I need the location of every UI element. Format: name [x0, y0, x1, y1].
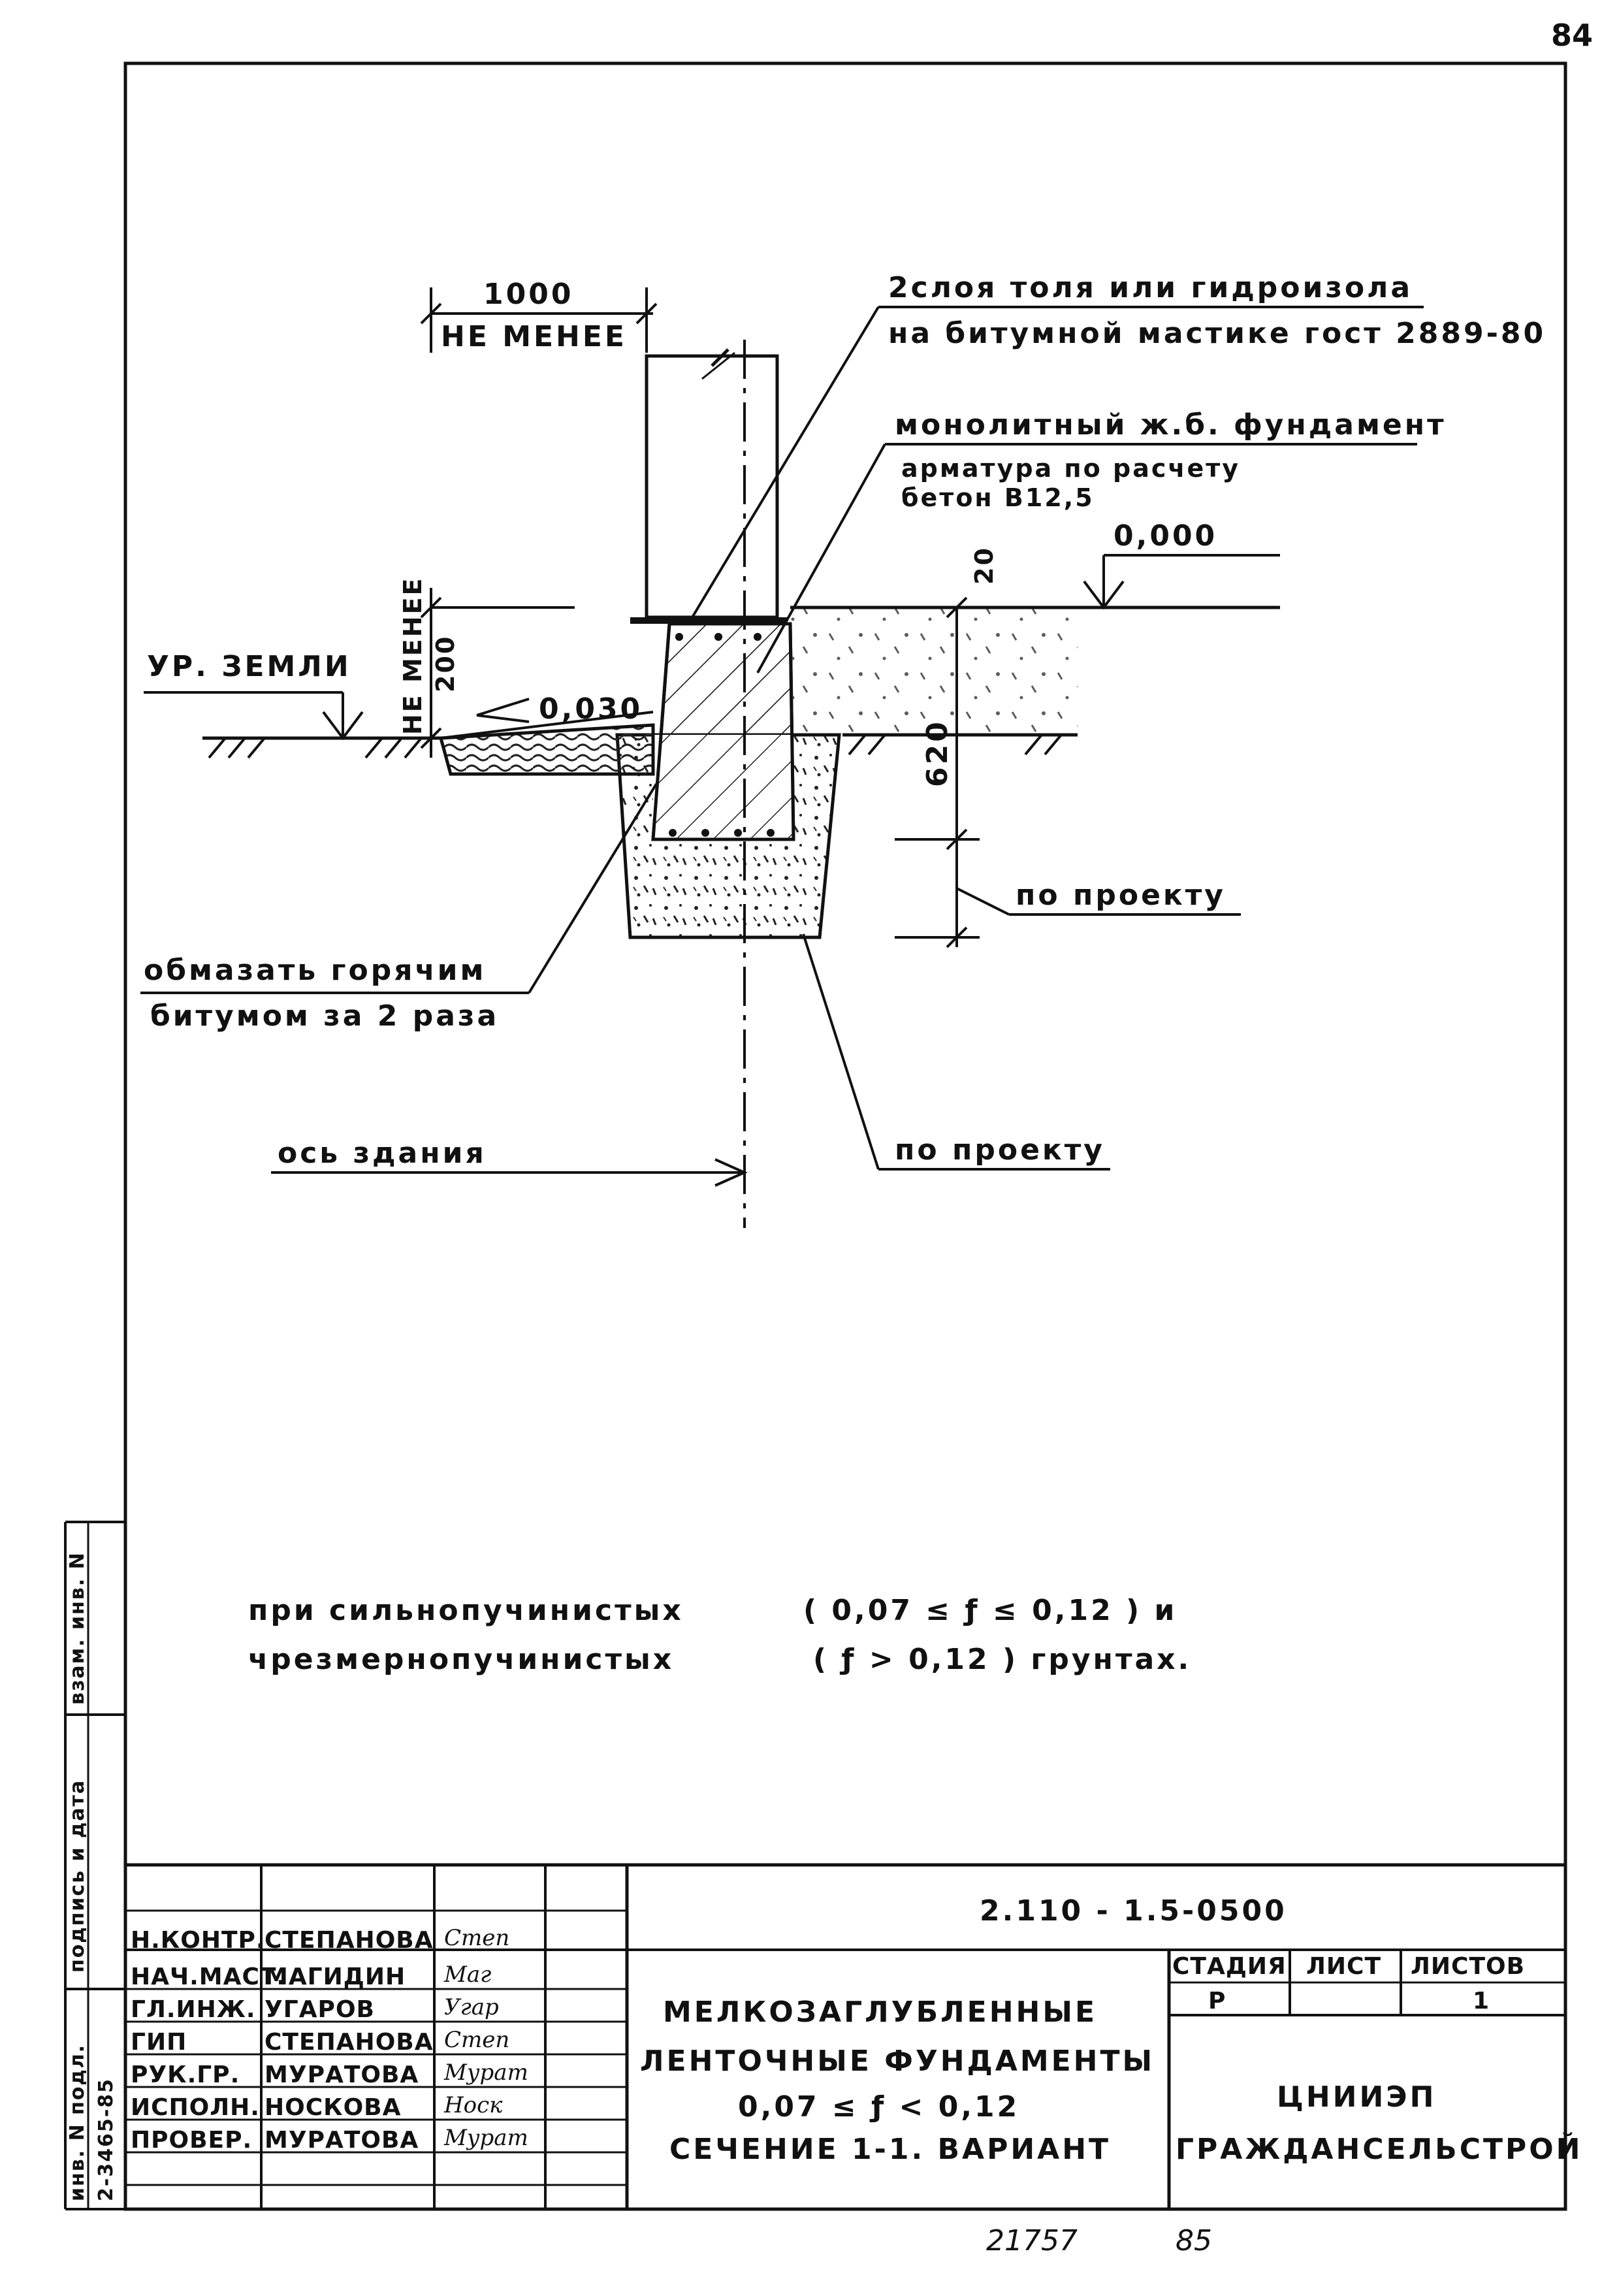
- label-per-project-2: по проекту: [895, 1133, 1105, 1167]
- sheet-label: ЛИСТ: [1306, 1953, 1381, 1980]
- name-gl-inzh: УГАРОВ: [264, 1996, 375, 2023]
- dim-20: 20: [970, 546, 999, 585]
- signature-ruk-gr: Мурат: [443, 2060, 528, 2086]
- dim-not-less-side: НЕ МЕНЕЕ: [398, 577, 427, 735]
- backfill-soil: [790, 607, 1078, 735]
- signature-n-kontr: Степ: [444, 1925, 509, 1951]
- role-n-kontr: Н.КОНТР.: [131, 1927, 266, 1954]
- label-coat-line1: обмазать горячим: [144, 954, 486, 987]
- note-line2-right: ( ƒ > 0,12 ) грунтах.: [813, 1643, 1191, 1676]
- wall-break-mark: [711, 348, 729, 367]
- stamp-inv-podl-value: 2-3465-85: [95, 2078, 118, 2201]
- note-line2-left: чрезмернопучинистых: [248, 1643, 674, 1676]
- label-rebar: арматура по расчету: [901, 454, 1240, 483]
- wall: [645, 354, 779, 619]
- stamp-sign-date: подпись и дата: [66, 1779, 89, 1973]
- slope-0030: 0,030: [539, 692, 643, 726]
- signature-gip: Степ: [444, 2027, 509, 2053]
- role-nach-mast: НАЧ.МАСТ.: [131, 1964, 286, 1990]
- role-gl-inzh: ГЛ.ИНЖ.: [131, 1996, 256, 2023]
- label-ground-level: УР. ЗЕМЛИ: [147, 650, 351, 683]
- dim-200: 200: [431, 635, 460, 692]
- mark-0000: 0,000: [1113, 519, 1217, 553]
- dim-1000: 1000: [483, 278, 573, 311]
- org-line1: ЦНИИЭП: [1277, 2080, 1436, 2114]
- section-drawing: 1000 НЕ МЕНЕЕ 2слоя толя или гидроизола …: [140, 271, 1546, 1228]
- bottom-number-left: 21757: [986, 2224, 1078, 2257]
- sheets-label: ЛИСТОВ: [1411, 1953, 1525, 1980]
- stamp-vzam-inv: взам. инв. N: [66, 1551, 89, 1705]
- desc-line2: ЛЕНТОЧНЫЕ ФУНДАМЕНТЫ: [640, 2045, 1155, 2078]
- bottom-number-right: 85: [1176, 2224, 1212, 2257]
- signature-prover: Мурат: [443, 2125, 528, 2151]
- label-foundation-title: монолитный ж.б. фундамент: [895, 408, 1447, 442]
- doc-code: 2.110 - 1.5-0500: [980, 1894, 1287, 1928]
- name-ruk-gr: МУРАТОВА: [264, 2062, 419, 2088]
- role-gip: ГИП: [131, 2029, 187, 2056]
- name-nach-mast: МАГИДИН: [264, 1964, 406, 1990]
- role-prover: ПРОВЕР.: [131, 2127, 252, 2154]
- sheet-frame: [123, 61, 1567, 2211]
- blind-area: [438, 723, 655, 776]
- role-ruk-gr: РУК.ГР.: [131, 2062, 240, 2088]
- label-toll-line2: на битумной мастике гост 2889-80: [888, 317, 1546, 350]
- org-line2: ГРАЖДАНСЕЛЬСТРОЙ: [1176, 2131, 1582, 2166]
- dim-not-less-top: НЕ МЕНЕЕ: [441, 320, 627, 353]
- label-concrete: бетон В12,5: [901, 483, 1095, 512]
- signature-nach-mast: Маг: [443, 1962, 491, 1988]
- waterproofing-layer: [630, 617, 787, 624]
- signature-gl-inzh: Угар: [444, 1994, 499, 2020]
- label-building-axis: ось здания: [278, 1137, 487, 1170]
- desc-line4: СЕЧЕНИЕ 1-1. ВАРИАНТ: [669, 2133, 1111, 2166]
- dim-620: 620: [921, 719, 954, 787]
- role-ispoln: ИСПОЛН.: [131, 2094, 260, 2121]
- sheets-value: 1: [1473, 1988, 1490, 2014]
- side-stamp: взам. инв. N подпись и дата инв. N подл.…: [64, 1521, 125, 2210]
- soil-note: при сильнопучинистых ( 0,07 ≤ ƒ ≤ 0,12 )…: [248, 1594, 1191, 1676]
- stamp-inv-podl-label: инв. N подл.: [66, 2044, 89, 2201]
- desc-line3: 0,07 ≤ ƒ < 0,12: [738, 2090, 1019, 2124]
- note-line1-right: ( 0,07 ≤ ƒ ≤ 0,12 ) и: [803, 1594, 1177, 1627]
- stage-value: Р: [1208, 1988, 1226, 2014]
- name-prover: МУРАТОВА: [264, 2127, 419, 2154]
- label-per-project-1: по проекту: [1016, 879, 1226, 912]
- note-line1-left: при сильнопучинистых: [248, 1594, 684, 1627]
- name-n-kontr: СТЕПАНОВА: [264, 1927, 434, 1954]
- desc-line1: МЕЛКОЗАГЛУБЛЕННЫЕ: [663, 1996, 1097, 2029]
- signature-ispoln: Носк: [443, 2092, 503, 2118]
- title-block: 2.110 - 1.5-0500 Н.КОНТР. СТЕПАНОВА Степ…: [125, 1863, 1582, 2209]
- stage-label: СТАДИЯ: [1172, 1953, 1287, 1980]
- label-coat-line2: битумом за 2 раза: [150, 999, 499, 1033]
- name-ispoln: НОСКОВА: [264, 2094, 401, 2121]
- page-number: 84: [1551, 18, 1593, 53]
- name-gip: СТЕПАНОВА: [264, 2029, 434, 2056]
- label-toll-line1: 2слоя толя или гидроизола: [888, 271, 1413, 304]
